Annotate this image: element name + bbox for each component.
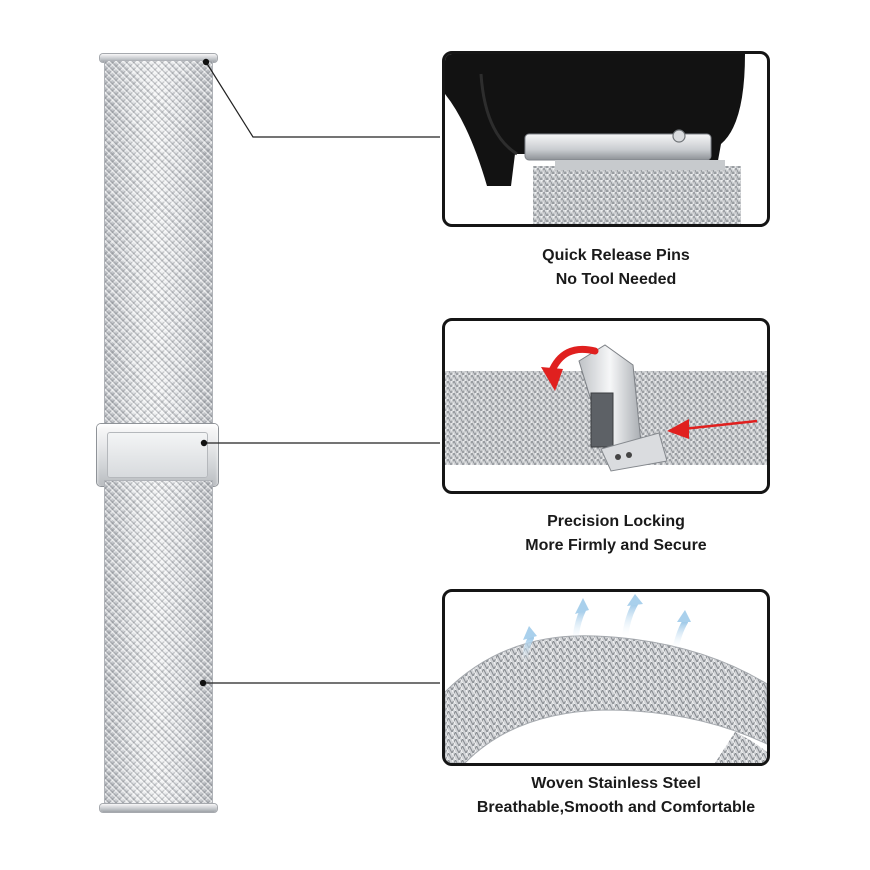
- pin-lever: [672, 129, 686, 143]
- callout-line-pins: [205, 61, 440, 138]
- feature-caption-quick-release: Quick Release Pins No Tool Needed: [440, 244, 792, 292]
- mesh-strap-lower: [104, 480, 213, 808]
- feature-title: Quick Release Pins: [542, 247, 690, 264]
- clasp-plate: [107, 432, 208, 478]
- airflow-arrow-icon: [522, 601, 688, 667]
- feature-caption-woven: Woven Stainless Steel Breathable,Smooth …: [440, 772, 792, 820]
- woven-mesh-closeup: [445, 594, 767, 763]
- mesh-strap-upper: [104, 60, 213, 432]
- feature-title: Woven Stainless Steel: [531, 775, 701, 792]
- mesh-band-curved: [445, 635, 767, 763]
- feature-caption-locking: Precision Locking More Firmly and Secure: [440, 510, 792, 558]
- watch-pin-closeup: [445, 54, 745, 224]
- detail-panel-locking: [442, 318, 770, 494]
- feature-subtitle: Breathable,Smooth and Comfortable: [476, 799, 756, 816]
- detail-panel-quick-release: [442, 51, 770, 227]
- feature-title: Precision Locking: [547, 513, 685, 530]
- pointer-arrow-icon: [682, 419, 758, 431]
- feature-subtitle: More Firmly and Secure: [525, 537, 707, 554]
- quick-release-pin-top: [100, 54, 217, 62]
- quick-release-pin-bottom: [100, 804, 217, 812]
- detail-panel-woven: [442, 589, 770, 766]
- feature-subtitle: No Tool Needed: [555, 271, 677, 288]
- strap-mesh-end: [533, 166, 741, 224]
- buckle-base: [600, 432, 668, 472]
- buckle-clasp: [97, 424, 218, 486]
- buckle-slot: [590, 392, 614, 448]
- buckle-lock-closeup: [445, 344, 767, 472]
